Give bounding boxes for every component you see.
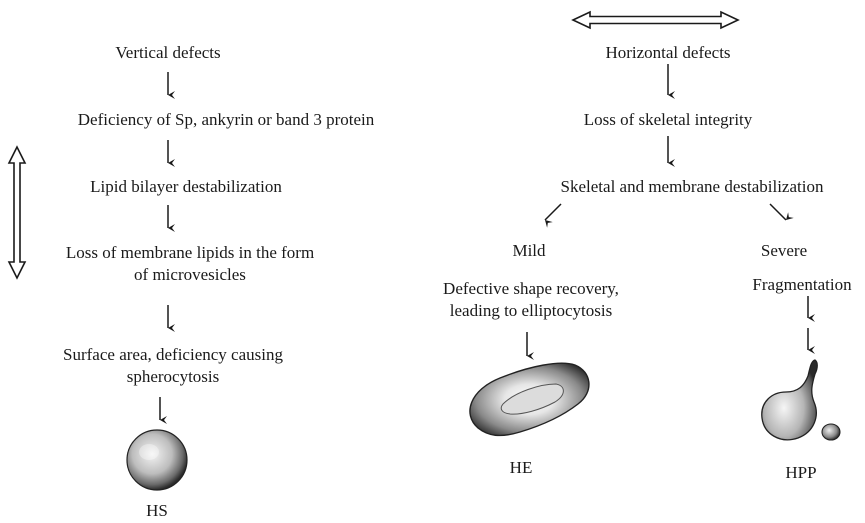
shape-recovery-line-1: Defective shape recovery, bbox=[443, 278, 619, 300]
surface-area-line-1: Surface area, deficiency causing bbox=[63, 344, 283, 366]
spherocyte-cell-drawing bbox=[127, 430, 187, 490]
skeletal-integrity-label: Loss of skeletal integrity bbox=[584, 109, 753, 131]
hs-cell-label: HS bbox=[146, 500, 168, 522]
membrane-destabilization-label: Skeletal and membrane destabilization bbox=[561, 176, 824, 198]
vertical-double-arrow bbox=[9, 147, 25, 278]
arrow-skeletal-to-severe bbox=[770, 204, 786, 220]
vertical-defects-title: Vertical defects bbox=[115, 42, 220, 64]
lipid-loss-line-2: of microvesicles bbox=[66, 264, 314, 286]
poikilocyte-cell-drawing bbox=[762, 360, 840, 440]
protein-deficiency-label: Deficiency of Sp, ankyrin or band 3 prot… bbox=[78, 109, 374, 131]
surface-area-line-2: spherocytosis bbox=[63, 366, 283, 388]
lipid-loss-line-1: Loss of membrane lipids in the form bbox=[66, 242, 314, 264]
horizontal-double-arrow bbox=[573, 12, 738, 28]
lipid-destabilization-label: Lipid bilayer destabilization bbox=[90, 176, 282, 198]
surface-area-label: Surface area, deficiency causing spheroc… bbox=[63, 344, 283, 388]
mild-label: Mild bbox=[512, 240, 545, 262]
arrow-skeletal-to-mild bbox=[545, 204, 561, 220]
horizontal-defects-title: Horizontal defects bbox=[605, 42, 730, 64]
hpp-cell-label: HPP bbox=[785, 462, 816, 484]
severe-label: Severe bbox=[761, 240, 807, 262]
elliptocyte-cell-drawing bbox=[470, 363, 589, 435]
fragmentation-label: Fragmentation bbox=[752, 274, 851, 296]
he-cell-label: HE bbox=[510, 457, 533, 479]
lipid-loss-label: Loss of membrane lipids in the form of m… bbox=[66, 242, 314, 286]
shape-recovery-line-2: leading to elliptocytosis bbox=[443, 300, 619, 322]
shape-recovery-label: Defective shape recovery, leading to ell… bbox=[443, 278, 619, 322]
